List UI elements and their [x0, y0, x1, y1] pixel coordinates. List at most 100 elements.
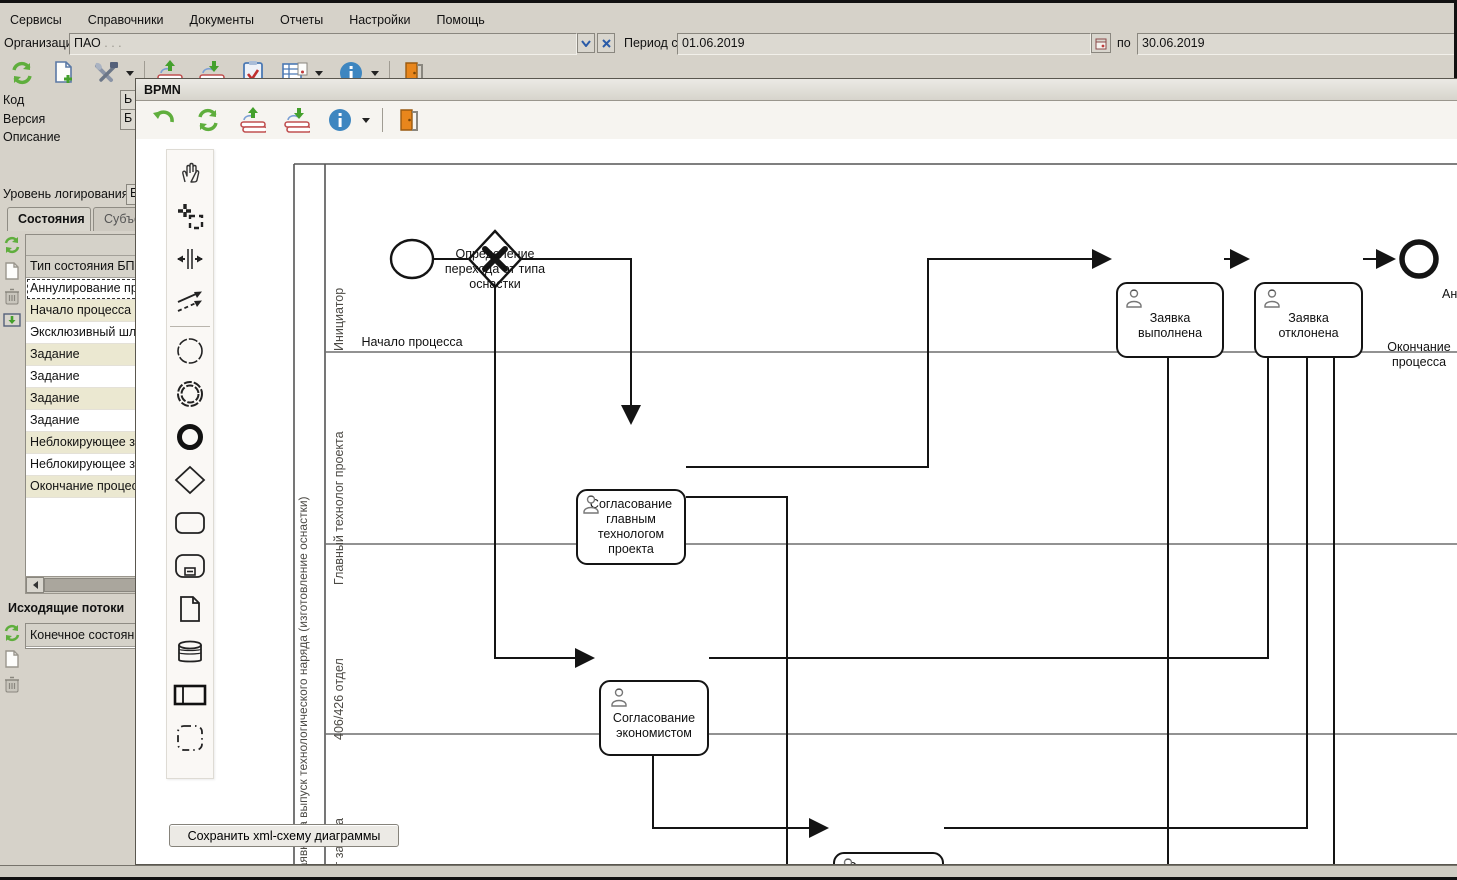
load-button[interactable] — [238, 106, 266, 134]
menu-reports[interactable]: Отчеты — [279, 13, 324, 27]
refresh-icon — [12, 61, 32, 85]
person-icon — [1126, 289, 1142, 308]
gateway-icon — [174, 465, 206, 495]
end-event-icon — [177, 424, 203, 450]
scroll-left-icon — [32, 581, 38, 589]
info-icon — [329, 109, 351, 131]
close-icon — [601, 38, 611, 48]
door-exit-icon — [400, 109, 418, 131]
select-move-tool[interactable] — [173, 199, 207, 233]
calendar-button[interactable] — [1091, 33, 1111, 53]
info-button[interactable] — [326, 106, 354, 134]
diagram-canvas[interactable]: Согласование заявки на выпуск технологич… — [136, 139, 1457, 864]
bpmn-toolbar — [136, 101, 1457, 139]
data-object-icon — [180, 596, 200, 622]
data-object-tool[interactable] — [173, 592, 207, 626]
person-icon — [1264, 289, 1280, 308]
menu-services[interactable]: Сервисы — [10, 13, 62, 27]
trash-icon[interactable] — [4, 288, 20, 305]
hand-icon — [182, 162, 200, 183]
organization-masked-text: . . . — [104, 36, 122, 50]
organization-clear-button[interactable] — [597, 33, 615, 53]
group-tool[interactable] — [173, 721, 207, 755]
clipped-right-label: Ан — [1442, 287, 1457, 301]
tab-states[interactable]: Состояния — [7, 207, 91, 231]
task-request-rejected[interactable]: Заявка отклонена — [1254, 282, 1363, 358]
undo-button[interactable] — [150, 106, 178, 134]
new-document-button[interactable] — [50, 59, 78, 87]
tools-button[interactable] — [92, 59, 120, 87]
tools-dropdown-caret[interactable] — [126, 70, 134, 76]
toolbar-separator-2 — [389, 61, 390, 85]
refresh-button[interactable] — [8, 59, 36, 87]
person-icon — [611, 688, 627, 707]
pool-tool[interactable] — [173, 678, 207, 712]
book-download-icon — [284, 108, 310, 133]
pan-tool[interactable] — [173, 156, 207, 190]
save-xml-button[interactable]: Сохранить xml-схему диаграммы — [169, 824, 399, 847]
undo-icon — [153, 110, 174, 123]
start-event-tool[interactable] — [173, 334, 207, 368]
states-toolbar — [1, 236, 23, 327]
date-from-field[interactable]: 01.06.2019 — [677, 33, 1091, 55]
gateway-tool[interactable] — [173, 463, 207, 497]
organization-field[interactable]: ПАО . . . — [69, 33, 577, 55]
menu-settings[interactable]: Настройки — [349, 13, 411, 27]
insert-icon[interactable] — [3, 313, 21, 327]
refresh-button[interactable] — [194, 106, 222, 134]
refresh-small-icon[interactable] — [3, 236, 21, 254]
task-tool[interactable] — [173, 506, 207, 540]
new-item-icon[interactable] — [4, 262, 20, 280]
exit-button[interactable] — [395, 106, 423, 134]
end-event[interactable] — [1399, 239, 1439, 279]
menu-help[interactable]: Помощь — [436, 13, 485, 27]
calendar-icon — [1095, 38, 1107, 49]
scroll-left-button[interactable] — [26, 577, 44, 593]
trash-icon[interactable] — [4, 676, 20, 693]
menu-documents[interactable]: Документы — [189, 13, 254, 27]
data-store-tool[interactable] — [173, 635, 207, 669]
lane-label-chief-tech-project: Главный технолог проекта — [332, 431, 346, 585]
intermediate-event-tool[interactable] — [173, 377, 207, 411]
task-request-completed[interactable]: Заявка выполнена — [1116, 282, 1224, 358]
bpmn-window-title: BPMN — [136, 79, 1457, 101]
outgoing-toolbar — [1, 624, 23, 693]
start-event[interactable] — [389, 238, 435, 280]
menu-directories[interactable]: Справочники — [87, 13, 164, 27]
lane-label-406-426-dept: 406/426 отдел — [332, 658, 346, 740]
lane-resize-tool[interactable] — [173, 242, 207, 276]
diagram-connectors — [293, 163, 1457, 864]
subprocess-icon — [175, 554, 205, 578]
start-event-label: Начало процесса — [361, 335, 463, 349]
task-icon — [175, 512, 205, 534]
organization-label: Организация — [4, 36, 80, 50]
info-dropdown-caret[interactable] — [362, 117, 370, 123]
date-to-field[interactable]: 30.06.2019 — [1137, 33, 1457, 55]
refresh-small-icon[interactable] — [3, 624, 21, 642]
subprocess-tool[interactable] — [173, 549, 207, 583]
sequence-flow-tool[interactable] — [173, 285, 207, 319]
move-select-icon — [178, 204, 204, 230]
bpmn-window: BPMN — [135, 78, 1457, 865]
description-label: Описание — [3, 130, 61, 144]
version-label: Версия — [3, 112, 46, 126]
start-event-icon — [177, 338, 203, 364]
menu-bar: Сервисы Справочники Документы Отчеты Нас… — [4, 9, 485, 31]
new-item-icon[interactable] — [4, 650, 20, 668]
info-dropdown-caret[interactable] — [371, 70, 379, 76]
organization-dropdown-button[interactable] — [577, 33, 595, 53]
group-icon — [177, 725, 203, 751]
end-event-tool[interactable] — [173, 420, 207, 454]
intermediate-event-icon — [177, 381, 203, 407]
task-approve-chief-tech-project[interactable]: Согласование главным технологом проекта — [576, 489, 686, 565]
task-approve-chief-tech-plant[interactable]: Согласование главным технологом завода — [833, 852, 944, 864]
palette-separator — [170, 326, 210, 327]
end-event-label: Окончание процесса — [1387, 340, 1451, 369]
task-approve-economist[interactable]: Согласование экономистом — [599, 680, 709, 756]
exclusive-gateway[interactable] — [467, 229, 523, 289]
report-dropdown-caret[interactable] — [315, 70, 323, 76]
toolbar-separator — [382, 108, 383, 132]
scrollbar-thumb[interactable] — [44, 578, 138, 592]
save-load-button[interactable] — [282, 106, 310, 134]
